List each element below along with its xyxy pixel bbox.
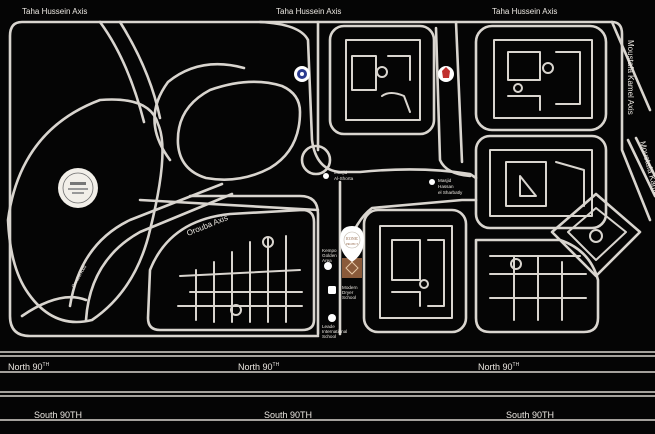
emblem-blue-icon (294, 66, 310, 82)
svg-text:Kempo: Kempo (322, 248, 337, 253)
university-seal-icon (58, 168, 98, 208)
svg-text:North 90TH: North 90TH (238, 362, 280, 372)
south-90-label-right: South 90TH (506, 410, 554, 420)
south-90-label-left: South 90TH (34, 410, 82, 420)
road-label-oruba-1: Orouba Axis (185, 213, 229, 238)
landmark-marker-c (328, 314, 336, 322)
road-label-right-vertical: Moustafa Kamel Axis (626, 40, 635, 115)
svg-text:Hassan: Hassan (438, 184, 454, 189)
mid-right-block (474, 134, 608, 230)
north-90-label-center: North 90TH (238, 362, 280, 372)
svg-text:PROJECT: PROJECT (346, 243, 358, 246)
mosque-marker-left (323, 173, 329, 179)
svg-text:Area: Area (322, 258, 332, 263)
svg-text:el Sharbatly: el Sharbatly (438, 190, 463, 195)
svg-text:Modern: Modern (342, 285, 358, 290)
svg-text:School: School (342, 295, 356, 300)
lower-right-block (474, 238, 600, 334)
road-label-top-left: Taha Hussein Axis (22, 7, 87, 16)
north-90-label-right: North 90TH (478, 362, 520, 372)
left-zone-roads (6, 20, 164, 324)
oruba-axis-road (68, 182, 234, 322)
project-logo-label: ICONIC PROJECT (346, 237, 359, 246)
lower-left-grid (146, 208, 316, 332)
top-right-block (474, 24, 608, 132)
mosque-label-right: Masjid Hassan el Sharbatly (438, 178, 463, 195)
svg-text:Masjid: Masjid (438, 178, 452, 183)
svg-text:North 90TH: North 90TH (8, 362, 50, 372)
south-90-label-center: South 90TH (264, 410, 312, 420)
diamond-block (550, 192, 642, 278)
road-label-top-right: Taha Hussein Axis (492, 7, 557, 16)
center-block (344, 198, 478, 334)
emblem-red-icon (438, 66, 454, 82)
road-label-right-vertical-2: Moustafa Kamel (638, 140, 655, 198)
svg-text:School: School (322, 334, 336, 339)
road-label-top-center: Taha Hussein Axis (276, 7, 341, 16)
svg-text:Masjid: Masjid (334, 170, 348, 175)
svg-text:International: International (322, 329, 347, 334)
outer-ring-road (8, 20, 655, 338)
mosque-label-left: Masjid Al-Shorta (334, 170, 354, 181)
svg-text:Al-Shorta: Al-Shorta (334, 176, 354, 181)
svg-text:Dryer: Dryer (342, 290, 354, 295)
svg-text:ICONIC: ICONIC (346, 237, 359, 241)
north-90-highway (0, 351, 655, 373)
location-pin-icon[interactable] (340, 226, 364, 278)
center-left-roads (138, 20, 478, 336)
svg-text:North 90TH: North 90TH (478, 362, 520, 372)
south-90-highway (0, 391, 655, 421)
landmark-marker-a (324, 262, 332, 270)
mosque-marker-right (429, 179, 435, 185)
svg-text:Leade: Leade (322, 324, 335, 329)
north-90-label-left: North 90TH (8, 362, 50, 372)
landmark-marker-b (328, 286, 336, 294)
landmark-label-c: Leade International School (322, 324, 347, 339)
road-label-oruba-2: Orouba Axis (71, 264, 88, 289)
landmark-label-a: Kempo Golden Area (322, 248, 337, 263)
landmark-label-b: Modern Dryer School (342, 285, 358, 300)
top-center-block (328, 20, 472, 178)
svg-text:Golden: Golden (322, 253, 337, 258)
